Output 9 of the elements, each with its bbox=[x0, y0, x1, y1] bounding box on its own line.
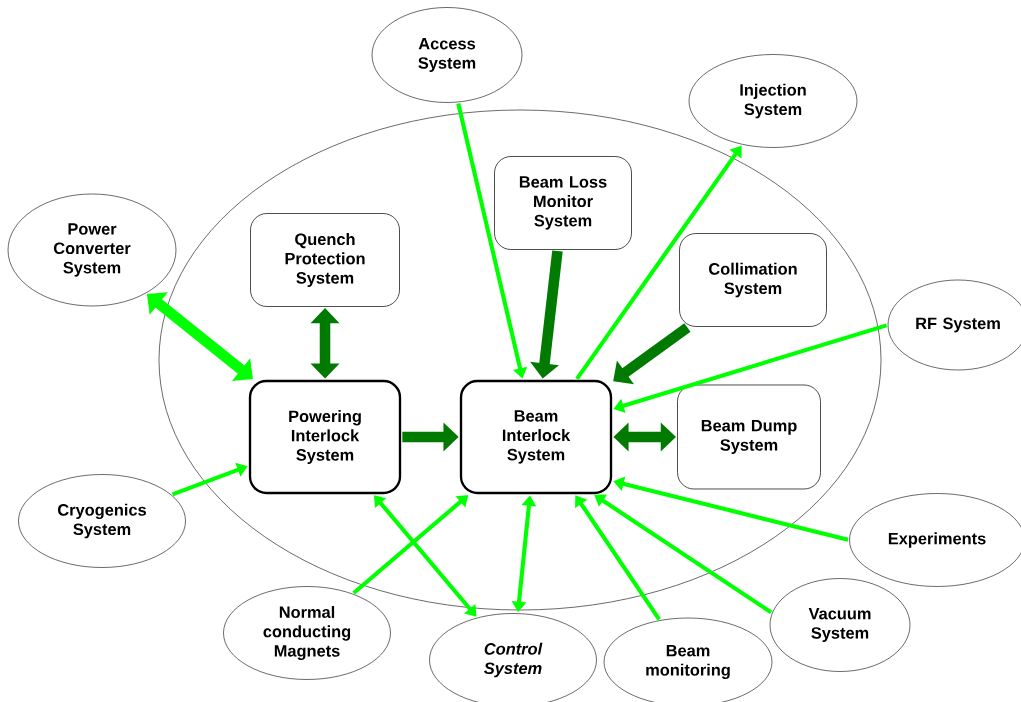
arrow bbox=[594, 494, 773, 615]
arrow bbox=[613, 323, 691, 385]
system-box: Beam Dump System bbox=[677, 384, 821, 490]
system-box: Quench Protection System bbox=[250, 213, 400, 307]
system-box: Beam Loss Monitor System bbox=[494, 156, 632, 250]
arrow bbox=[575, 495, 661, 621]
system-box: Collimation System bbox=[679, 233, 827, 327]
system-box: Powering Interlock System bbox=[248, 379, 402, 495]
system-box: Beam Interlock System bbox=[459, 379, 613, 495]
